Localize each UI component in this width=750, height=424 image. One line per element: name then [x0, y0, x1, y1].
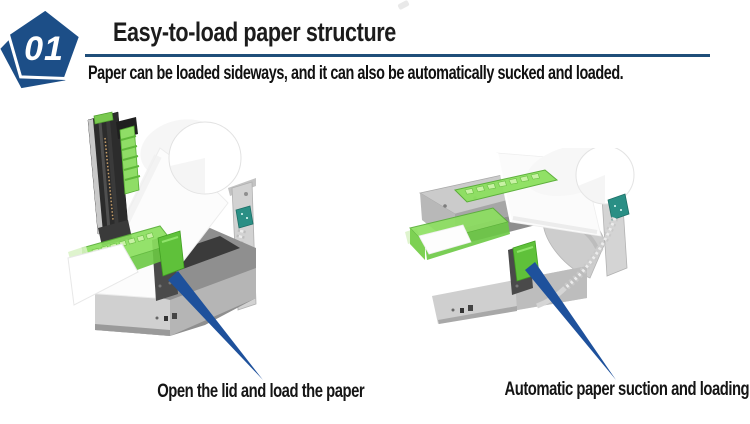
page-title: Easy-to-load paper structure — [113, 17, 396, 47]
printer-auto-loading-figure — [405, 143, 645, 348]
right-callout-arrow-icon — [525, 262, 616, 380]
title-underline — [85, 54, 710, 57]
subtitle-text: Paper can be loaded sideways, and it can… — [88, 63, 624, 84]
step-badge: 01 — [0, 0, 96, 98]
left-callout-arrow-icon — [168, 271, 263, 380]
step-number: 01 — [24, 30, 64, 68]
smudge-mark — [397, 0, 410, 11]
caption-auto-loading-text: Automatic paper suction and loading — [504, 379, 750, 400]
caption-open-lid: Open the lid and load the paper — [128, 380, 378, 404]
caption-auto-loading: Automatic paper suction and loading — [470, 378, 750, 402]
pentagon-icon — [0, 7, 83, 89]
caption-open-lid-text: Open the lid and load the paper — [157, 381, 365, 402]
printer-auto-loading-photo — [405, 143, 635, 324]
